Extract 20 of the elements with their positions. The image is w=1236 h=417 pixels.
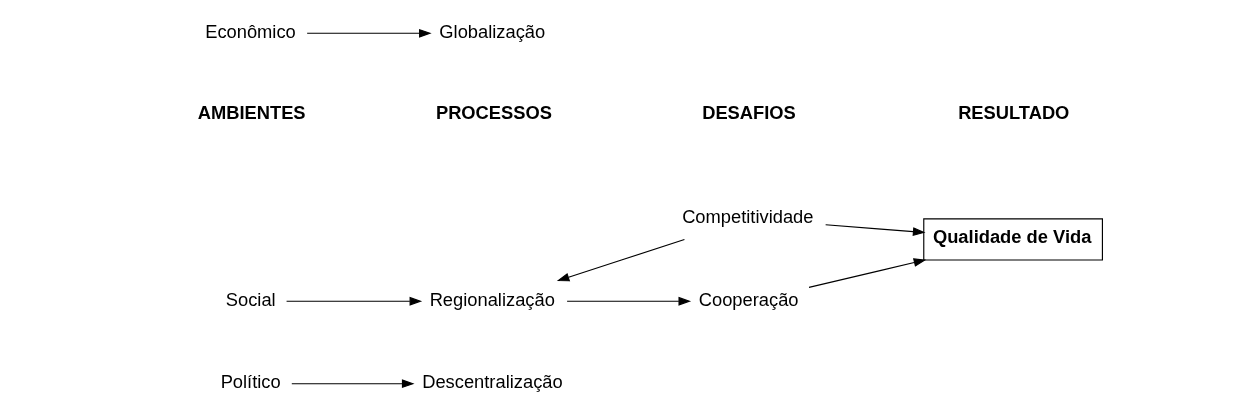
label: DESAFIOS [702,101,796,123]
node-text: Globalização [439,20,546,42]
arrow [825,224,926,237]
node-text: Social [225,288,276,310]
node-text: Regionalização [429,288,555,310]
label: AMBIENTES [197,101,306,123]
node-box: Qualidade de Vida [923,218,1103,261]
arrow [556,238,685,282]
label: RESULTADO [958,101,1070,123]
node-text: Cooperação [698,288,799,310]
label: PROCESSOS [435,101,552,123]
node-text: Político [220,371,281,393]
node-text: Descentralização [422,371,563,393]
arrow [808,258,927,288]
node-text: Econômico [205,20,296,42]
arrow [291,379,415,389]
arrow [306,28,432,38]
node-text: Competitividade [682,206,814,228]
arrow [566,296,692,306]
arrow [286,296,423,306]
